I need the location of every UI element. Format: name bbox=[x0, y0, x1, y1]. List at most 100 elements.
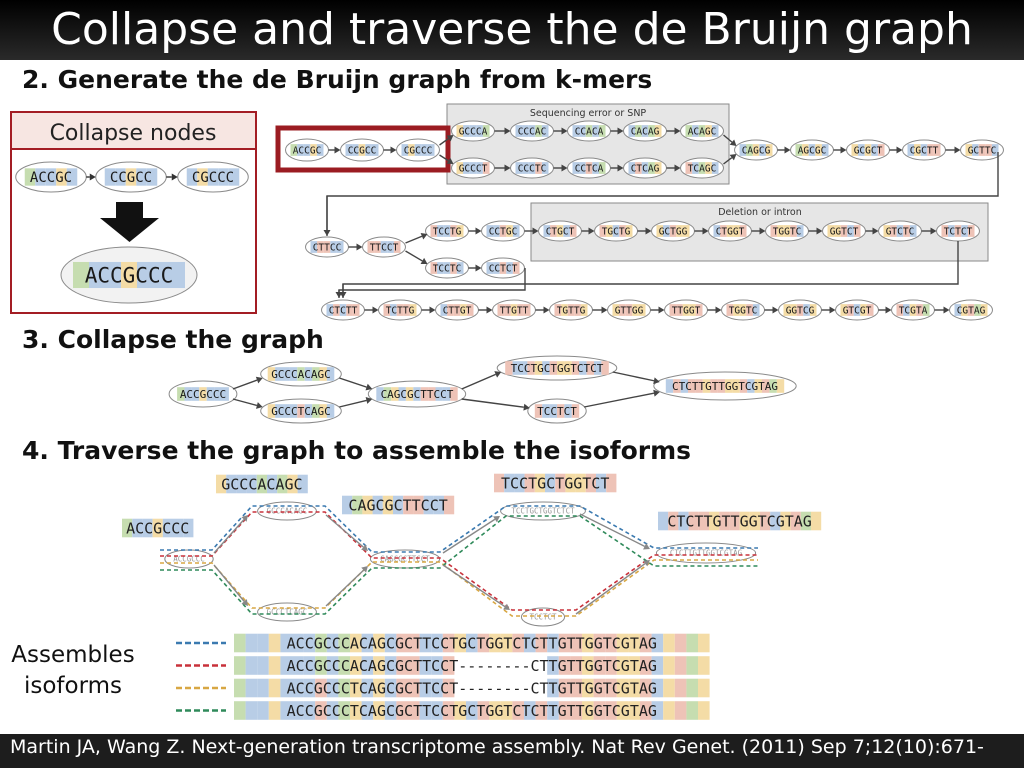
edge-arrow bbox=[325, 566, 368, 607]
kmer-sequence: CTCTT bbox=[329, 305, 358, 316]
faded-node: ACCGCCC bbox=[164, 549, 214, 569]
edge-arrow bbox=[494, 127, 511, 135]
kmer-node: CACAG bbox=[623, 120, 667, 142]
faded-node: GCCCACAGC bbox=[257, 501, 317, 521]
edge-arrow bbox=[612, 371, 660, 385]
kmer-sequence: TCCTCT bbox=[537, 405, 577, 418]
edge-arrow bbox=[808, 227, 823, 235]
kmer-node: CAGCGCTTCCT bbox=[367, 380, 467, 408]
kmer-sequence: GCCCTCAGC bbox=[271, 405, 331, 418]
kmer-sequence: TCCTC bbox=[433, 263, 462, 274]
kmer-sequence: TCGTA bbox=[899, 305, 928, 316]
sequence-text: GCCCACAGC bbox=[221, 475, 302, 493]
kmer-sequence: ACAGC bbox=[688, 126, 717, 137]
kmer-sequence: CAGCGCTTCCT bbox=[381, 388, 454, 401]
edge-arrow bbox=[610, 127, 624, 135]
edge-arrow bbox=[339, 284, 347, 298]
kmer-sequence: CTCTTGTTGGTCGTAG bbox=[670, 549, 743, 558]
kmer-sequence: CCGCC bbox=[110, 170, 152, 186]
edge-arrow bbox=[535, 306, 550, 314]
edge-arrow bbox=[213, 515, 248, 554]
sequencing-error-label: Sequencing error or SNP bbox=[530, 108, 647, 119]
kmer-node: TCCTCT bbox=[527, 398, 587, 424]
edge-arrow bbox=[439, 154, 454, 164]
kmer-sequence: ACCGCCC bbox=[85, 264, 174, 288]
kmer-node: GGTCG bbox=[778, 299, 822, 321]
kmer-node: CTGCT bbox=[538, 220, 582, 242]
sequence-text: ACCGCCCTCAGCGCTTCCT--------CTTGTTGGTCGTA… bbox=[287, 679, 657, 697]
kmer-sequence: TCCTGCTGGTCTCT bbox=[511, 507, 575, 516]
kmer-node: GCCCT bbox=[451, 157, 495, 179]
edge-arrow bbox=[461, 398, 530, 411]
edge-arrow bbox=[921, 227, 937, 235]
kmer-node: CCGCC bbox=[340, 138, 384, 162]
kmer-sequence: TGGTC bbox=[729, 305, 758, 316]
kmer-sequence: ACCGCCC bbox=[180, 388, 226, 401]
section-3-heading: 3. Collapse the graph bbox=[22, 325, 324, 354]
kmer-sequence: TTCCT bbox=[370, 242, 399, 253]
faded-node: TCCTCT bbox=[520, 607, 566, 627]
collapse-kmer-node: CGCCC bbox=[177, 161, 249, 193]
edge-arrow bbox=[461, 371, 502, 390]
edge-arrow bbox=[405, 233, 428, 244]
kmer-sequence: GCCCT bbox=[459, 163, 488, 174]
label-gcccacagc: GCCCACAGC bbox=[216, 474, 308, 493]
kmer-sequence: CTGGT bbox=[716, 226, 745, 237]
isoform-path bbox=[160, 559, 758, 617]
kmer-node: TCTTG bbox=[378, 299, 422, 321]
edge-arrow bbox=[707, 306, 722, 314]
kmer-node: CGTAG bbox=[949, 299, 993, 321]
traversal-graph: ACCGCCCGCCCACAGCGCCCTCAGCCAGCGCTTCCTTCCT… bbox=[122, 473, 822, 627]
assemble-label: Assembles isoforms bbox=[11, 642, 135, 699]
kmer-sequence: TCCTGCTGGTCTCT bbox=[511, 362, 604, 375]
kmer-node: TCCTG bbox=[425, 220, 469, 242]
edge-arrow bbox=[592, 306, 608, 314]
collapsed-node: ACCGCCC bbox=[60, 246, 198, 304]
label-accgccc: ACCGCCC bbox=[122, 518, 194, 537]
kmer-sequence: GCTGG bbox=[659, 226, 688, 237]
edge-arrow bbox=[494, 164, 511, 172]
kmer-sequence: CAGCGCTTCCT bbox=[380, 555, 430, 564]
kmer-sequence: ACCGC bbox=[293, 145, 322, 156]
edge-arrow bbox=[232, 376, 263, 390]
kmer-sequence: TGTTG bbox=[557, 305, 586, 316]
edge-arrow bbox=[524, 227, 539, 235]
isoform-sequence: ACCGCCCTCAGCGCTTCCTGCTGGTCTCTTGTTGGTCGTA… bbox=[234, 701, 710, 720]
edge-arrow bbox=[833, 146, 847, 154]
kmer-sequence: GCCCACAGC bbox=[271, 368, 331, 381]
kmer-sequence: CCACA bbox=[575, 126, 604, 137]
kmer-sequence: CCGCC bbox=[348, 145, 377, 156]
kmer-sequence: GTTGG bbox=[615, 305, 644, 316]
kmer-node: CTCAG bbox=[623, 157, 667, 179]
kmer-sequence: TCAGC bbox=[688, 163, 717, 174]
edge-arrow bbox=[335, 290, 343, 298]
edge-arrow bbox=[723, 134, 737, 146]
kmer-sequence: GTCGT bbox=[843, 305, 872, 316]
kmer-node: TCCTGCTGGTCTCT bbox=[496, 355, 618, 381]
kmer-node: CCTGC bbox=[481, 220, 525, 242]
kmer-sequence: CGCCC bbox=[404, 145, 433, 156]
sequence-text: ACCGCCCACAGCGCTTCCTGCTGGTCTCTTGTTGGTCGTA… bbox=[287, 634, 657, 652]
kmer-node: GGTCT bbox=[822, 220, 866, 242]
isoform-sequence: ACCGCCCACAGCGCTTCCT--------CTTGTTGGTCGTA… bbox=[234, 656, 710, 675]
kmer-sequence: TCCTCT bbox=[529, 613, 557, 622]
kmer-node: AGCGC bbox=[790, 139, 834, 161]
edge-arrow bbox=[232, 398, 263, 409]
faded-node: CTCTTGTTGGTCGTAG bbox=[655, 542, 757, 564]
edge-arrow bbox=[610, 164, 624, 172]
kmer-sequence: CCTCA bbox=[575, 163, 604, 174]
kmer-node: GTCGT bbox=[835, 299, 879, 321]
label-ctcttgttggtcgtag: CTCTTGTTGGTCGTAG bbox=[658, 511, 822, 530]
kmer-node: TCTCT bbox=[936, 220, 980, 242]
edge-arrow bbox=[821, 306, 836, 314]
kmer-sequence: AGCGC bbox=[798, 145, 827, 156]
kmer-sequence: GCTTC bbox=[968, 145, 997, 156]
deletion-intron-label: Deletion or intron bbox=[718, 207, 802, 218]
kmer-sequence: ACCGC bbox=[30, 170, 72, 186]
kmer-sequence: TTGTT bbox=[500, 305, 529, 316]
kmer-node: CCTCA bbox=[567, 157, 611, 179]
edge-connector bbox=[335, 268, 526, 298]
kmer-node: CCCAC bbox=[510, 120, 554, 142]
edge-arrow bbox=[575, 560, 650, 615]
